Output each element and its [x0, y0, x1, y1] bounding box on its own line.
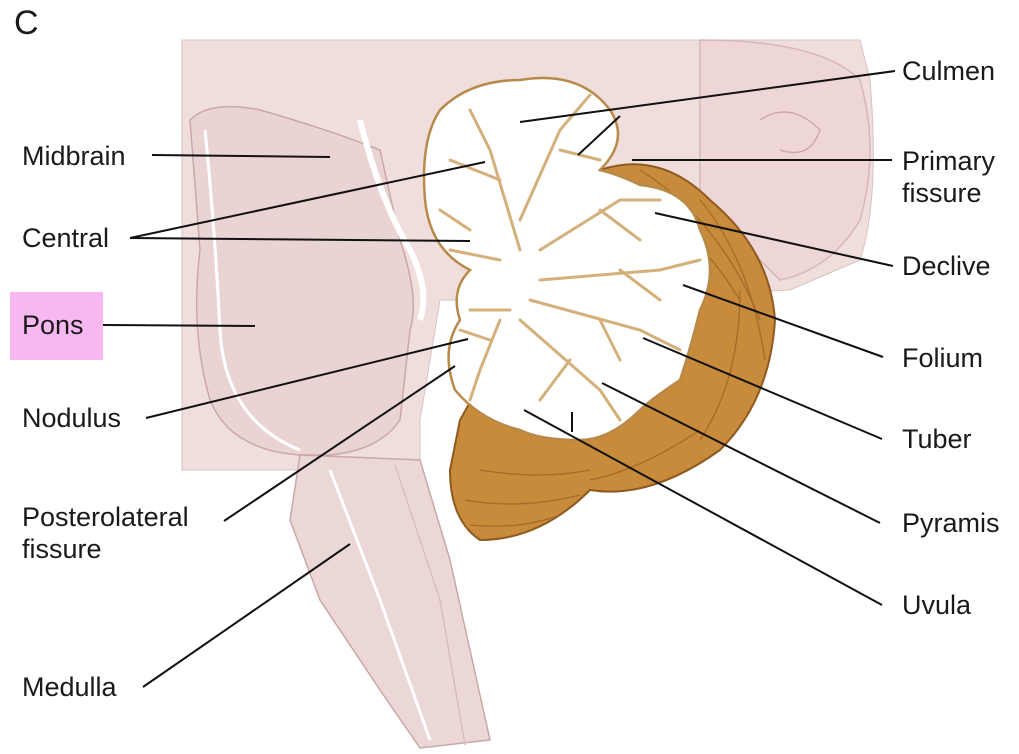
leader-folium	[683, 285, 883, 357]
leader-tuber	[643, 338, 882, 439]
label-pyramis: Pyramis	[902, 507, 1000, 539]
label-posterolateral: Posterolateral	[22, 501, 189, 533]
label-tuber: Tuber	[902, 423, 972, 455]
leader-nodulus	[146, 339, 468, 418]
label-posterolateral-fissure: fissure	[22, 533, 102, 565]
label-pons: Pons	[22, 309, 84, 341]
leader-declive	[655, 213, 893, 266]
leader-pons	[103, 325, 255, 326]
leader-posterolateral	[224, 366, 455, 521]
label-culmen: Culmen	[902, 55, 995, 87]
leader-uvula	[524, 410, 882, 605]
label-central: Central	[22, 222, 109, 254]
leader-central-1	[130, 162, 485, 238]
leader-midbrain	[152, 155, 330, 157]
label-midbrain: Midbrain	[22, 140, 126, 172]
label-uvula: Uvula	[902, 589, 971, 621]
label-folium: Folium	[902, 342, 983, 374]
label-declive: Declive	[902, 250, 991, 282]
label-primary-fissure: fissure	[902, 177, 982, 209]
label-medulla: Medulla	[22, 671, 117, 703]
leader-pyramis	[602, 383, 880, 523]
leader-medulla	[143, 544, 350, 687]
leader-central-2	[130, 238, 470, 241]
leader-culmen-2	[578, 116, 620, 155]
label-primary: Primary	[902, 145, 995, 177]
label-nodulus: Nodulus	[22, 402, 121, 434]
leader-culmen	[520, 71, 895, 122]
